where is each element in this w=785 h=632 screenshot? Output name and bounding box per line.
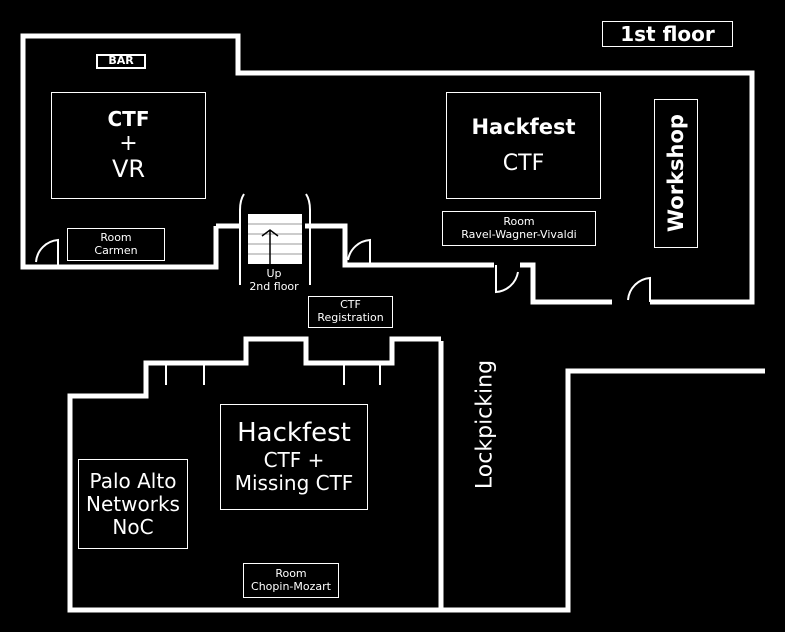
wall-lower-right bbox=[441, 368, 765, 613]
ctf-registration[interactable]: CTF Registration bbox=[308, 296, 393, 328]
room-ctf-vr-line3: VR bbox=[111, 154, 146, 183]
staircase[interactable] bbox=[239, 193, 311, 285]
area-lockpicking[interactable]: Lockpicking bbox=[462, 350, 506, 500]
ctf-registration-line1: CTF bbox=[340, 298, 361, 312]
room-ctf-vr[interactable]: CTF + VR bbox=[51, 92, 206, 199]
lockpicking-text: Lockpicking bbox=[472, 359, 498, 490]
wall-upper-west bbox=[20, 33, 755, 305]
stairs-label[interactable]: Up 2nd floor bbox=[243, 265, 305, 297]
room-ravel-line2: Ravel-Wagner-Vivaldi bbox=[461, 227, 577, 241]
palo-alto-line1: Palo Alto bbox=[89, 468, 177, 493]
room-carmen-line1: Room bbox=[100, 230, 132, 244]
room-workshop[interactable]: Workshop bbox=[654, 99, 698, 248]
wall-upper-mid bbox=[305, 223, 494, 268]
door-workshop bbox=[627, 276, 651, 302]
door-carmen bbox=[35, 238, 59, 267]
room-hackfest-ctf-bottom[interactable]: Hackfest CTF + Missing CTF bbox=[220, 404, 368, 510]
room-ctf-vr-line1: CTF bbox=[107, 106, 150, 131]
ctf-registration-line2: Registration bbox=[317, 311, 384, 324]
room-ravel-line1: Room bbox=[503, 214, 535, 228]
bar-label: BAR bbox=[96, 54, 146, 69]
room-ravel-wagner-vivaldi[interactable]: Room Ravel-Wagner-Vivaldi bbox=[442, 211, 596, 246]
room-workshop-text: Workshop bbox=[663, 114, 688, 233]
floor-label: 1st floor bbox=[602, 21, 733, 47]
room-hackfest-ctf-top[interactable]: Hackfest CTF bbox=[446, 92, 601, 199]
room-palo-alto-noc[interactable]: Palo Alto Networks NoC bbox=[78, 459, 188, 549]
stairs-line1: Up bbox=[266, 267, 282, 281]
room-hackfest-bottom-line1: Hackfest bbox=[237, 418, 351, 449]
palo-alto-line2: Networks bbox=[86, 491, 180, 516]
room-hackfest-top-line1: Hackfest bbox=[471, 114, 576, 139]
room-ctf-vr-line2: + bbox=[119, 130, 138, 156]
room-carmen[interactable]: Room Carmen bbox=[67, 228, 165, 261]
room-carmen-line2: Carmen bbox=[94, 243, 138, 257]
room-chopin-mozart[interactable]: Room Chopin-Mozart bbox=[243, 563, 339, 598]
floor-label-text: 1st floor bbox=[620, 21, 715, 46]
palo-alto-line3: NoC bbox=[112, 514, 154, 539]
wall-upper-south bbox=[520, 262, 612, 305]
stairs-line2: 2nd floor bbox=[249, 280, 299, 293]
door-ravel-left bbox=[347, 238, 371, 265]
door-ravel-bottom bbox=[495, 265, 519, 294]
room-chopin-line2: Chopin-Mozart bbox=[251, 579, 331, 593]
wall-lower bbox=[67, 336, 444, 613]
room-chopin-line1: Room bbox=[275, 566, 307, 580]
room-hackfest-bottom-line3: Missing CTF bbox=[234, 470, 354, 495]
bar-text: BAR bbox=[108, 54, 134, 68]
room-hackfest-top-line2: CTF bbox=[502, 150, 545, 176]
room-hackfest-bottom-line2: CTF + bbox=[263, 447, 325, 472]
